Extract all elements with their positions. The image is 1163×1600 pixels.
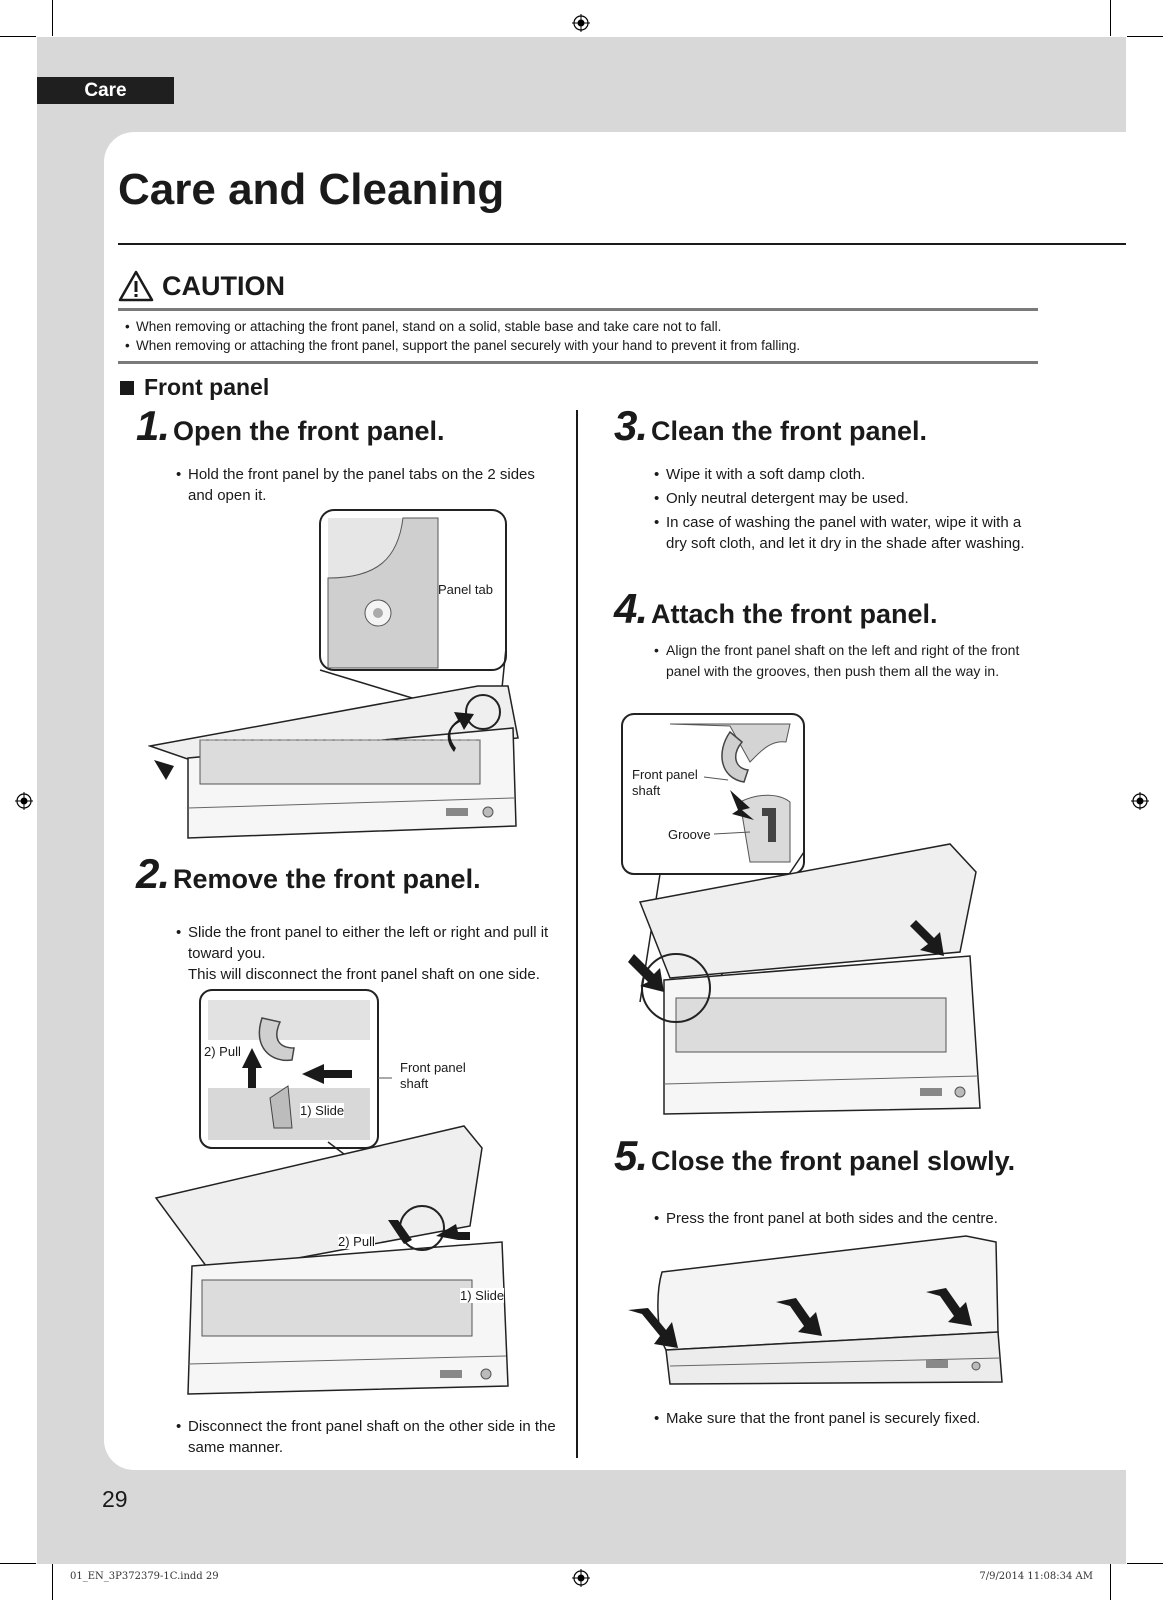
shaft-label-line1: Front panel — [400, 1060, 466, 1075]
caution-rule — [118, 361, 1038, 364]
step-title: Attach the front panel. — [651, 599, 938, 629]
step-2-bullets: Slide the front panel to either the left… — [176, 922, 556, 985]
registration-mark-icon — [572, 1569, 590, 1587]
crop-mark — [1110, 1564, 1111, 1600]
step-number: 2. — [136, 850, 170, 897]
step-title: Open the front panel. — [173, 416, 445, 446]
slide-label: 1) Slide — [300, 1103, 345, 1118]
step-title: Remove the front panel. — [173, 864, 481, 894]
bullet-item: Make sure that the front panel is secure… — [654, 1408, 1036, 1429]
shaft-label-line2: shaft — [400, 1076, 429, 1091]
step-number: 5. — [614, 1132, 648, 1179]
caution-item: When removing or attaching the front pan… — [125, 336, 1038, 355]
pull-label: 2) Pull — [204, 1044, 241, 1059]
bullet-item: Wipe it with a soft damp cloth. — [654, 464, 1036, 485]
caution-item: When removing or attaching the front pan… — [125, 317, 1038, 336]
footer-file: 01_EN_3P372379-1C.indd 29 — [70, 1571, 219, 1582]
warning-icon — [118, 270, 154, 302]
groove-label: Groove — [668, 827, 711, 842]
crop-mark — [1127, 36, 1163, 37]
section-heading: Front panel — [120, 374, 269, 401]
step-2-after: Disconnect the front panel shaft on the … — [176, 1416, 556, 1458]
bullet-item: In case of washing the panel with water,… — [654, 512, 1036, 554]
bullet-item: Disconnect the front panel shaft on the … — [176, 1416, 556, 1458]
step-2-heading: 2. Remove the front panel. — [136, 850, 481, 898]
step-title: Close the front panel slowly. — [651, 1146, 1016, 1176]
bullet-item: Hold the front panel by the panel tabs o… — [176, 464, 536, 506]
crop-mark — [52, 0, 53, 36]
registration-mark-icon — [572, 14, 590, 32]
caution-box: CAUTION When removing or attaching the f… — [118, 268, 1038, 364]
step-number: 4. — [614, 585, 648, 632]
title-divider — [118, 243, 1126, 245]
close-panel-illustration — [628, 1235, 1003, 1385]
shaft-label-line2: shaft — [632, 783, 661, 798]
shaft-label-line1: Front panel — [632, 767, 698, 782]
crop-mark — [0, 1563, 36, 1564]
bullet-item: Align the front panel shaft on the left … — [654, 640, 1034, 682]
registration-mark-icon — [15, 792, 33, 810]
step-3-heading: 3. Clean the front panel. — [614, 402, 927, 450]
panel-tab-label: Panel tab — [438, 582, 493, 597]
crop-mark — [1110, 0, 1111, 36]
page-number: 29 — [102, 1486, 128, 1512]
square-bullet-icon — [120, 380, 134, 395]
bullet-item: Only neutral detergent may be used. — [654, 488, 1036, 509]
caution-heading: CAUTION — [162, 270, 285, 301]
slide-label: 1) Slide — [460, 1288, 505, 1303]
step-5-heading: 5. Close the front panel slowly. — [614, 1132, 1015, 1180]
step-5-after: Make sure that the front panel is secure… — [654, 1408, 1036, 1429]
step-number: 1. — [136, 402, 170, 449]
pull-label: 2) Pull — [338, 1234, 375, 1249]
open-panel-illustration — [148, 509, 519, 839]
bullet-item: Slide the front panel to either the left… — [176, 922, 556, 964]
step-5-bullets: Press the front panel at both sides and … — [654, 1208, 1036, 1229]
step-4-heading: 4. Attach the front panel. — [614, 585, 938, 633]
crop-mark — [1127, 1563, 1163, 1564]
step-1-bullets: Hold the front panel by the panel tabs o… — [176, 464, 536, 506]
section-title: Front panel — [144, 374, 270, 400]
caution-rule — [118, 308, 1038, 311]
step-number: 3. — [614, 402, 648, 449]
bullet-continuation: This will disconnect the front panel sha… — [188, 966, 540, 983]
registration-mark-icon — [1131, 792, 1149, 810]
footer-timestamp: 7/9/2014 11:08:34 AM — [979, 1571, 1093, 1582]
page-title: Care and Cleaning — [118, 165, 505, 214]
crop-mark — [52, 1564, 53, 1600]
section-tab: Care — [37, 77, 174, 104]
attach-panel-illustration — [621, 713, 981, 1115]
step-title: Clean the front panel. — [651, 416, 928, 446]
crop-mark — [0, 36, 36, 37]
step-1-heading: 1. Open the front panel. — [136, 402, 445, 450]
step-4-bullets: Align the front panel shaft on the left … — [654, 640, 1034, 682]
step-3-bullets: Wipe it with a soft damp cloth. Only neu… — [654, 464, 1036, 554]
column-divider — [576, 410, 578, 1458]
bullet-item: Press the front panel at both sides and … — [654, 1208, 1036, 1229]
